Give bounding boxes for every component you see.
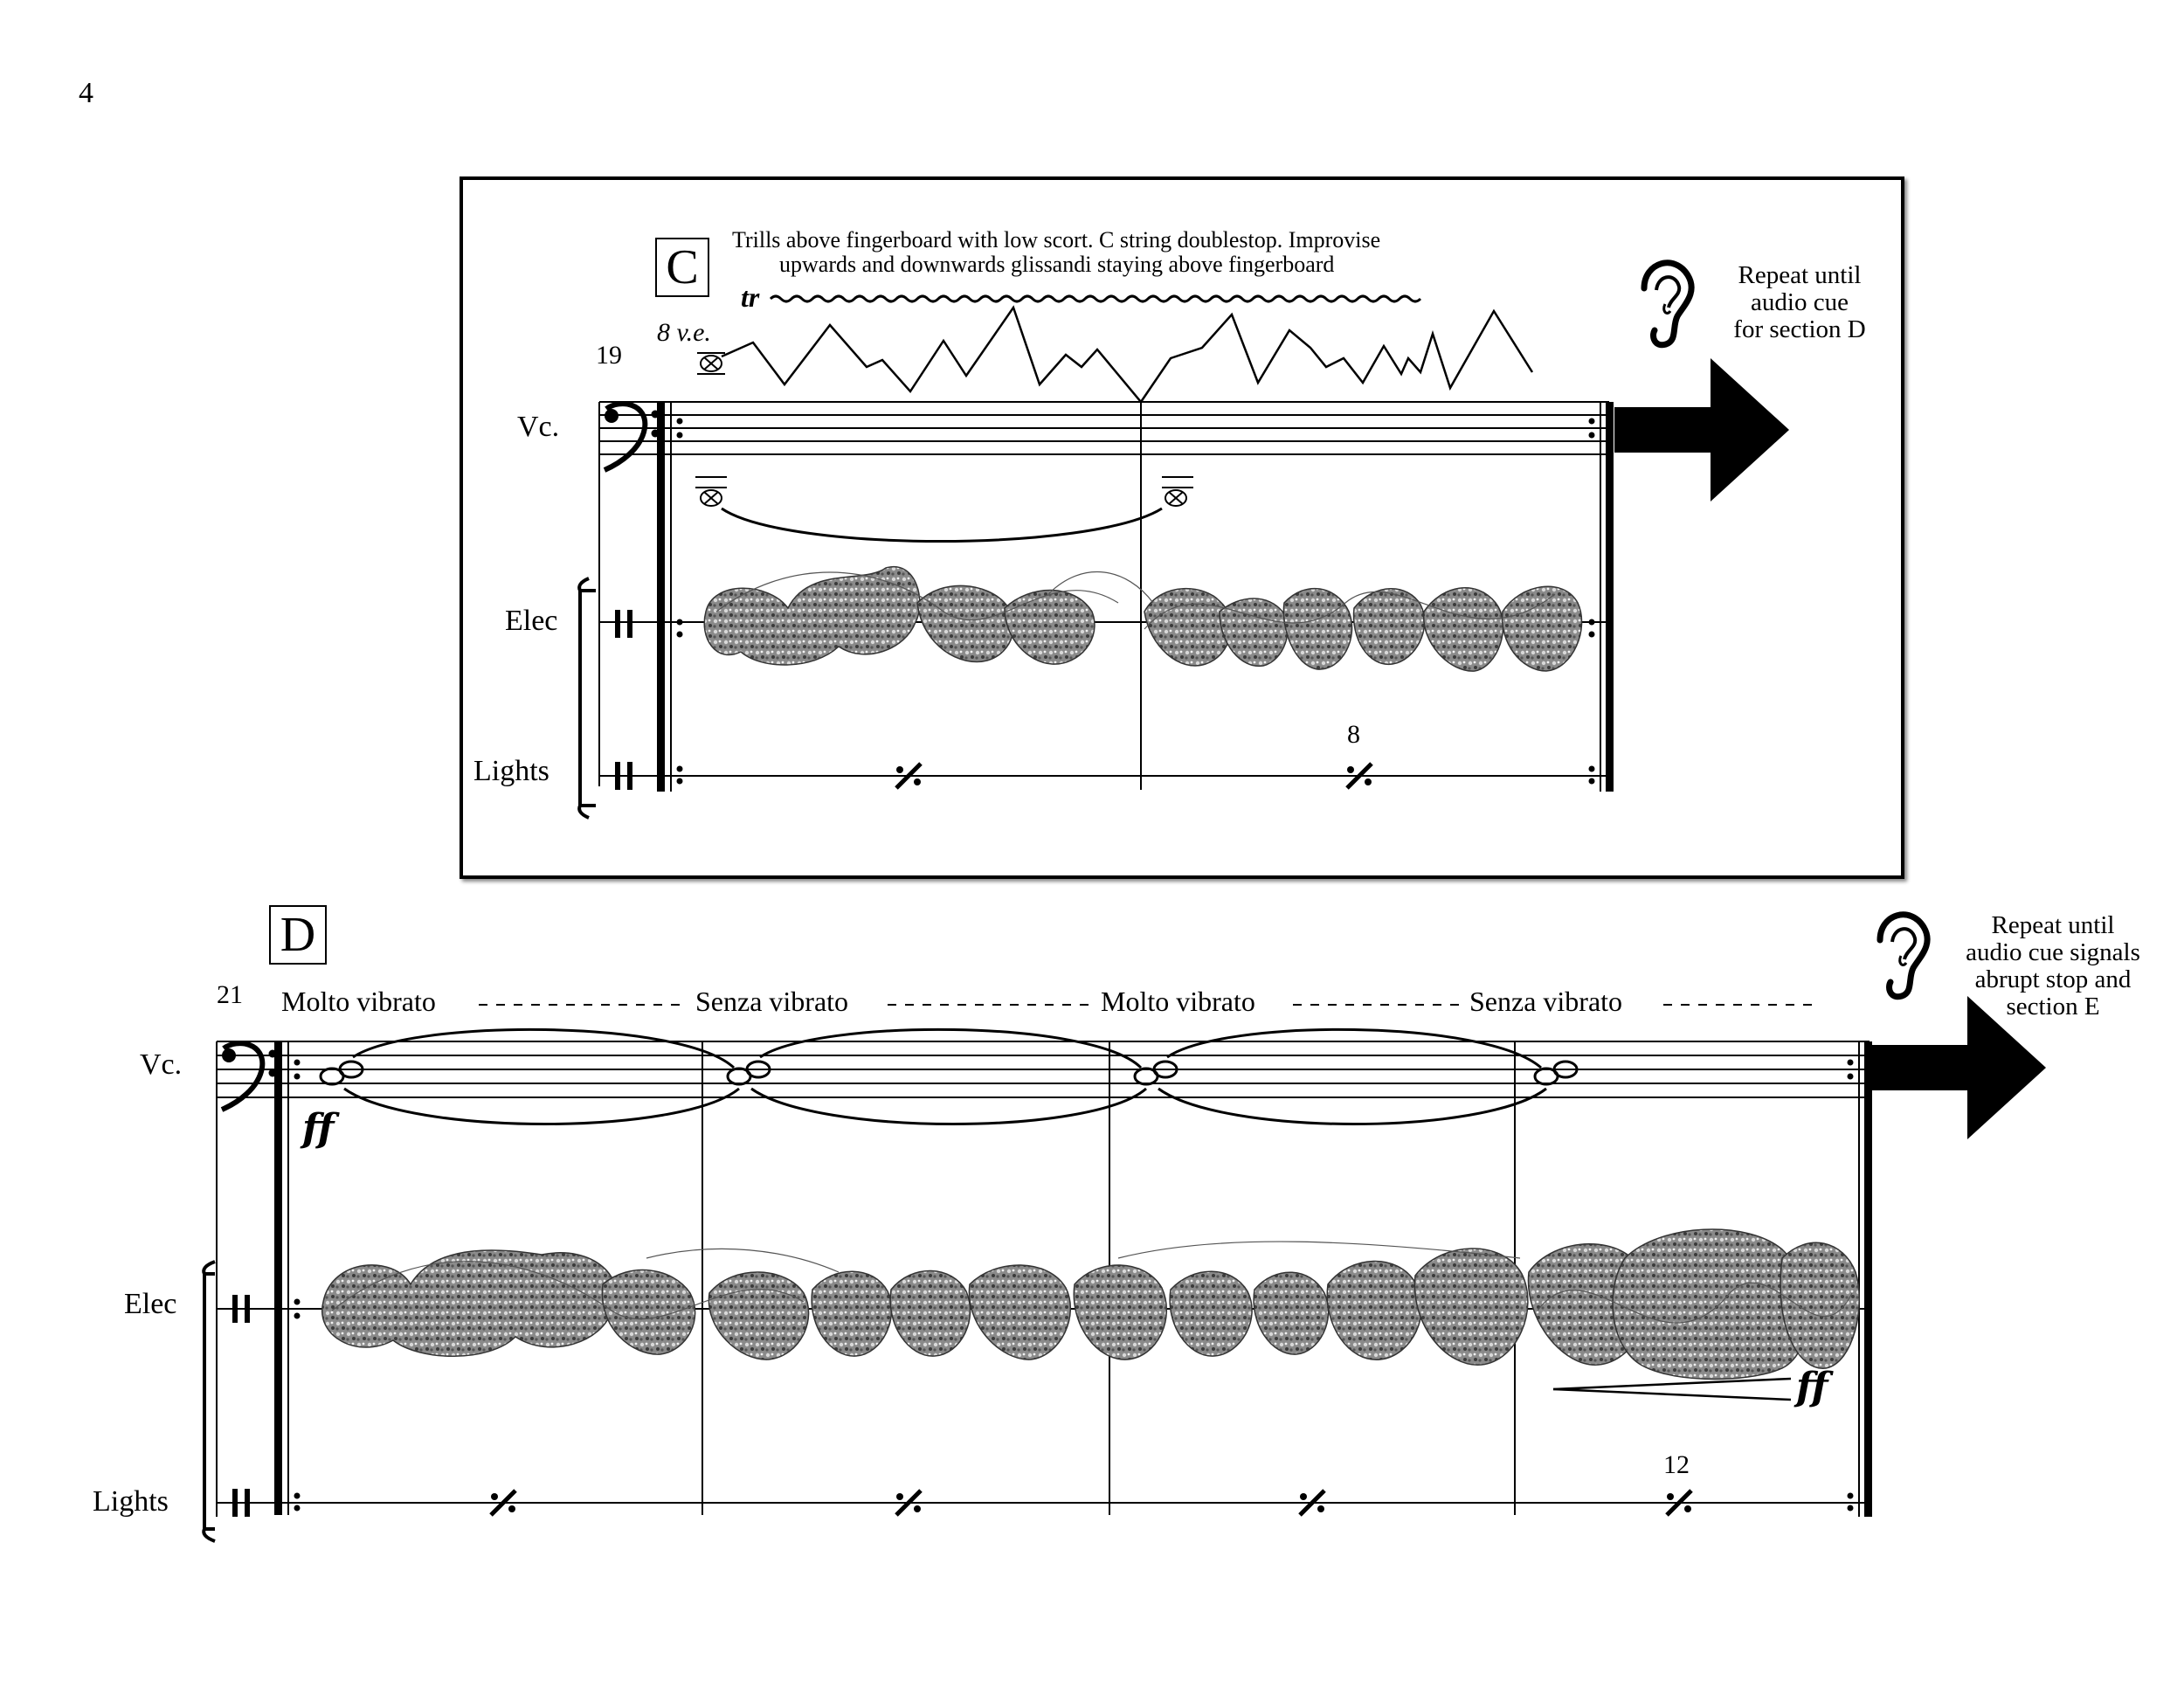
- measure-number-c: 19: [596, 341, 622, 370]
- repeat-note-c: Repeat until audio cue for section D: [1704, 262, 1896, 343]
- instrument-label-elec-d: Elec: [124, 1288, 177, 1320]
- instrument-label-vc-d: Vc.: [140, 1048, 183, 1081]
- percussion-clef-icon: [615, 610, 632, 638]
- instrument-label-vc-c: Vc.: [517, 411, 560, 443]
- instrument-label-lights-c: Lights: [473, 755, 549, 787]
- trill-symbol: tr: [741, 281, 760, 313]
- bass-clef-icon: [605, 404, 660, 470]
- dynamic-ff-end: ff: [1796, 1365, 1828, 1409]
- instrument-label-elec-c: Elec: [505, 605, 558, 637]
- repeat-note-d-line-4: section E: [2006, 993, 2100, 1020]
- instruction-line-2: upwards and downwards glissandi staying …: [779, 252, 1335, 277]
- ear-icon-d: [1880, 915, 1927, 997]
- whole-notes: [319, 1060, 1579, 1086]
- expression-4: Senza vibrato: [1469, 986, 1623, 1017]
- bass-clef-icon-d: [222, 1043, 277, 1110]
- instrument-label-lights-d: Lights: [93, 1485, 169, 1518]
- lights-repeat-count-d: 12: [1663, 1450, 1690, 1479]
- arrow-right-icon-d: [1871, 996, 2046, 1139]
- repeat-note-c-line-2: audio cue: [1751, 288, 1849, 316]
- measure-number-d: 21: [217, 980, 243, 1009]
- rehearsal-mark-c: C: [655, 238, 709, 297]
- section-d-notation: [202, 915, 2046, 1543]
- arrow-right-icon: [1614, 358, 1789, 502]
- expression-2: Senza vibrato: [695, 986, 849, 1017]
- tie-c: [721, 507, 1163, 543]
- expression-1: Molto vibrato: [281, 986, 436, 1017]
- electronics-graphic-c: [703, 565, 1583, 672]
- crescendo-hairpin: [1552, 1377, 1792, 1401]
- glissando-line: [721, 305, 1534, 405]
- instruction-line-1: Trills above fingerboard with low scort.…: [732, 227, 1381, 253]
- vc-staff-c: [599, 401, 1609, 455]
- section-c-box: [460, 176, 1904, 879]
- repeat-note-d-line-2: audio cue signals: [1966, 938, 2140, 966]
- rehearsal-mark-d: D: [269, 905, 327, 965]
- repeat-note-d-line-1: Repeat until: [1991, 911, 2115, 939]
- page-number: 4: [79, 77, 93, 109]
- repeat-note-d-line-3: abrupt stop and: [1974, 965, 2132, 993]
- ear-icon: [1644, 263, 1691, 345]
- dynamic-ff-start: ff: [302, 1106, 335, 1151]
- octave-marking: 8 v.e.: [657, 318, 711, 347]
- repeat-note-c-line-1: Repeat until: [1738, 261, 1862, 289]
- ties-d: [343, 1027, 1547, 1125]
- section-c-notation: [577, 263, 1789, 820]
- lights-repeat-count-c: 8: [1347, 720, 1360, 749]
- repeat-note-d: Repeat until audio cue signals abrupt st…: [1931, 912, 2175, 1020]
- repeat-note-c-line-3: for section D: [1733, 315, 1866, 343]
- expression-3: Molto vibrato: [1101, 986, 1255, 1017]
- trill-extension-line: [769, 294, 1422, 303]
- electronics-graphic-d: [321, 1228, 1860, 1380]
